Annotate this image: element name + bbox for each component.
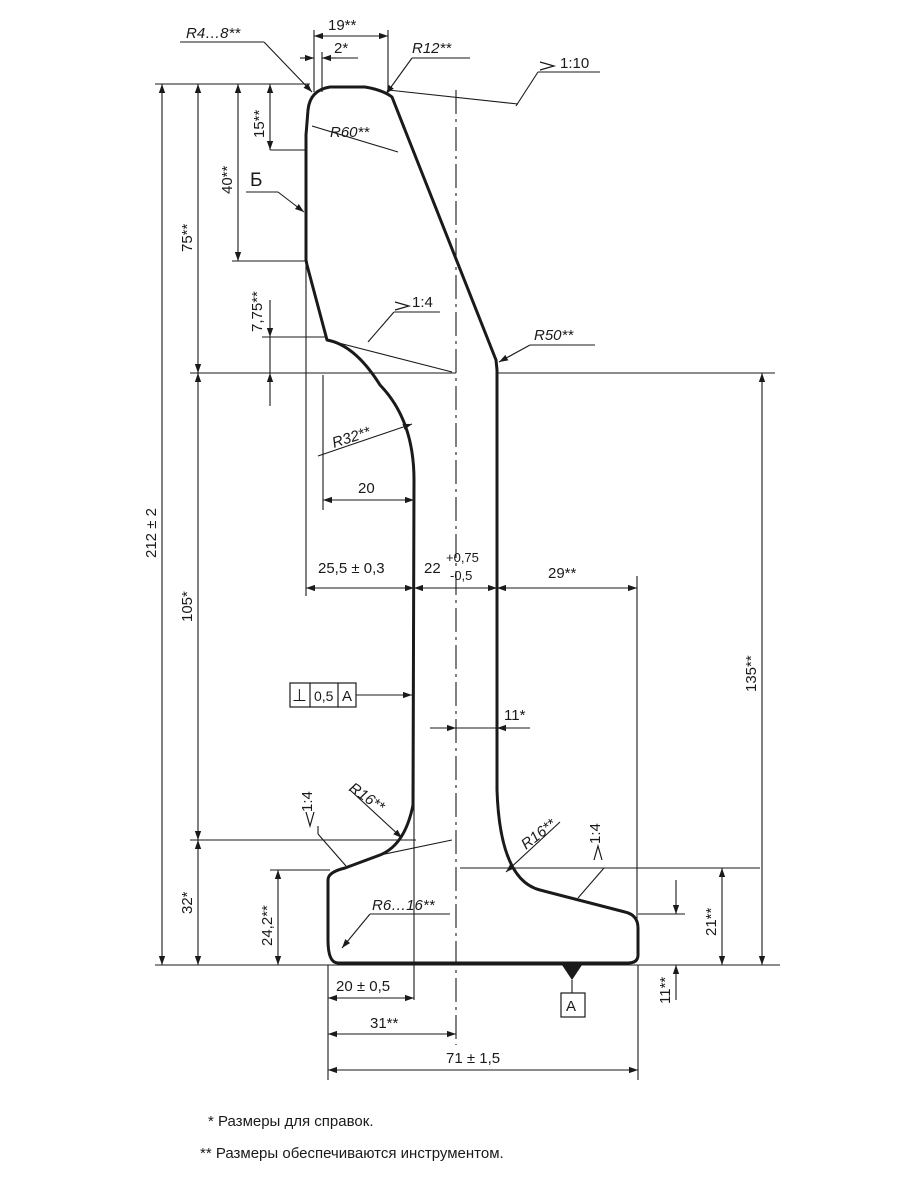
note-tooling: ** Размеры обеспечиваются инструментом. [200, 1145, 504, 1162]
dim-r60: R60** [330, 124, 370, 141]
dim-taper-right: 1:4 [587, 823, 604, 844]
dim-25-5: 25,5 ± 0,3 [318, 560, 385, 577]
dim-22-tol-upper: +0,75 [446, 550, 479, 565]
perpendicularity-frame [289, 682, 357, 708]
dim-32: 32* [179, 891, 196, 914]
view-b-label: Б [250, 170, 262, 191]
dim-212: 212 ± 2 [143, 508, 160, 558]
dim-r6-16: R6…16** [372, 897, 436, 914]
dim-21: 21** [703, 907, 720, 936]
dimension-lines [158, 32, 766, 1074]
dim-15: 15** [251, 109, 268, 138]
dim-40: 40** [219, 165, 236, 194]
note-reference: * Размеры для справок. [208, 1113, 374, 1130]
perp-datum: А [342, 688, 352, 705]
dim-20-5: 20 ± 0,5 [336, 978, 390, 995]
dim-taper-left: 1:4 [299, 791, 316, 812]
dim-31: 31** [370, 1015, 399, 1032]
dim-11-star: 11* [504, 707, 526, 724]
dim-11: 11** [657, 977, 674, 1004]
dim-24-2: 24,2** [259, 905, 276, 946]
dim-29: 29** [548, 565, 577, 582]
dim-22-tol-lower: -0,5 [450, 568, 472, 583]
dim-19: 19** [328, 17, 357, 34]
dim-75: 75** [179, 223, 196, 252]
perp-symbol: ⊥ [292, 686, 307, 705]
dim-71: 71 ± 1,5 [446, 1050, 500, 1067]
perp-value: 0,5 [314, 688, 334, 704]
dim-105: 105* [179, 591, 196, 622]
dim-22: 22 [424, 560, 441, 577]
extension-lines [155, 30, 780, 1080]
dim-135: 135** [743, 655, 760, 692]
dim-taper-head: 1:10 [560, 55, 589, 72]
dim-r12: R12** [412, 40, 452, 57]
dim-r16-left: R16** [346, 779, 389, 816]
dim-r4-8: R4…8** [186, 25, 241, 42]
dim-r50: R50** [534, 327, 574, 344]
dimension-labels: R4…8** 19** 2* R12** 1:10 15** R60** 40*… [143, 17, 760, 1067]
taper-symbols [305, 61, 603, 861]
datum-triangle [562, 965, 582, 980]
dim-taper-neck: 1:4 [412, 294, 433, 311]
dim-r32: R32** [330, 423, 374, 452]
dim-20: 20 [358, 480, 375, 497]
dim-2: 2* [334, 40, 348, 57]
dim-7-75: 7,75** [249, 291, 266, 332]
datum-box [560, 992, 586, 1018]
dim-r16-right: R16** [518, 815, 560, 853]
datum-label: А [566, 998, 576, 1015]
